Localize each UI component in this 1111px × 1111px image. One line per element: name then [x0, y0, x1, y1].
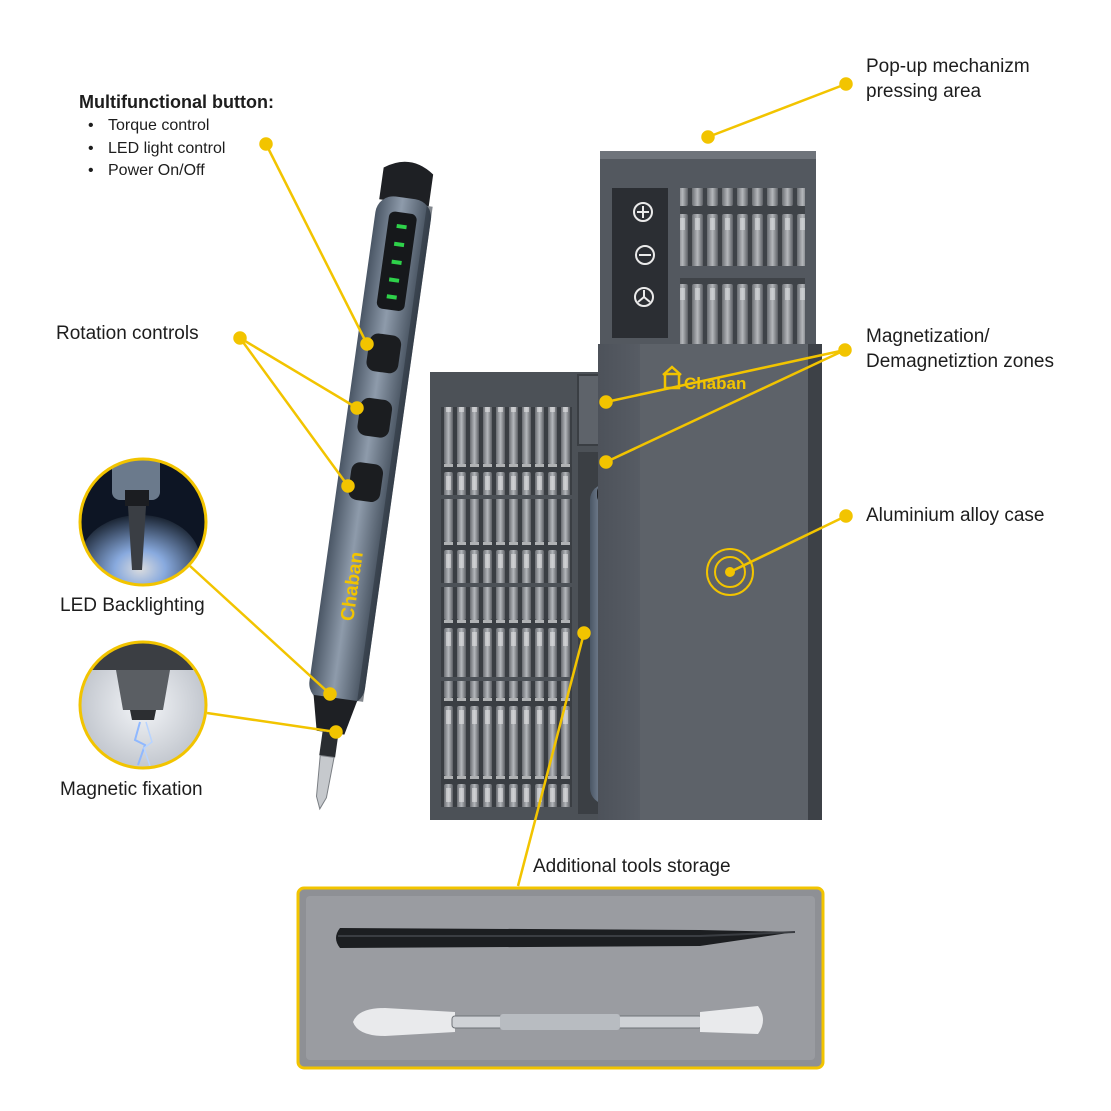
led-label: LED Backlighting: [60, 595, 205, 616]
popup-panel[interactable]: [600, 151, 816, 351]
aluminium-label: Aluminium alloy case: [866, 505, 1045, 526]
magnetic-fixation-inset: [78, 640, 208, 770]
tweezers-icon: [336, 928, 796, 948]
rotate-reverse-button[interactable]: [347, 461, 384, 503]
aluminium-case[interactable]: Chaban: [598, 344, 822, 820]
popup-label-line1: Pop-up mechanizm: [866, 56, 1030, 77]
rotate-forward-button[interactable]: [356, 397, 393, 439]
additional-label: Additional tools storage: [533, 856, 731, 877]
callout-lines: [189, 77, 853, 887]
led-backlighting-inset: [78, 457, 208, 587]
slotted-icon: [635, 245, 655, 265]
magnet-label-line2: Demagnetiztion zones: [866, 351, 1054, 372]
magnetic-label: Magnetic fixation: [60, 779, 203, 800]
tri-wing-icon: [634, 287, 654, 307]
list-item: LED light control: [88, 138, 225, 161]
list-item: Torque control: [88, 115, 225, 138]
led-indicator-icon: [376, 211, 417, 311]
phillips-icon: [633, 202, 653, 222]
electric-screwdriver: Chaban: [309, 161, 434, 811]
multifunctional-list: Torque control LED light control Power O…: [88, 115, 225, 183]
case-brand-text: Chaban: [684, 374, 746, 393]
additional-tools-tray: [296, 886, 825, 1070]
popup-label-line2: pressing area: [866, 81, 982, 102]
spudger-icon: [353, 1006, 763, 1036]
list-item: Power On/Off: [88, 160, 225, 183]
multifunctional-title: Multifunctional button:: [79, 92, 274, 112]
rotation-label: Rotation controls: [56, 323, 199, 344]
multifunction-button[interactable]: [365, 332, 402, 374]
magnet-label-line1: Magnetization/: [866, 326, 990, 347]
